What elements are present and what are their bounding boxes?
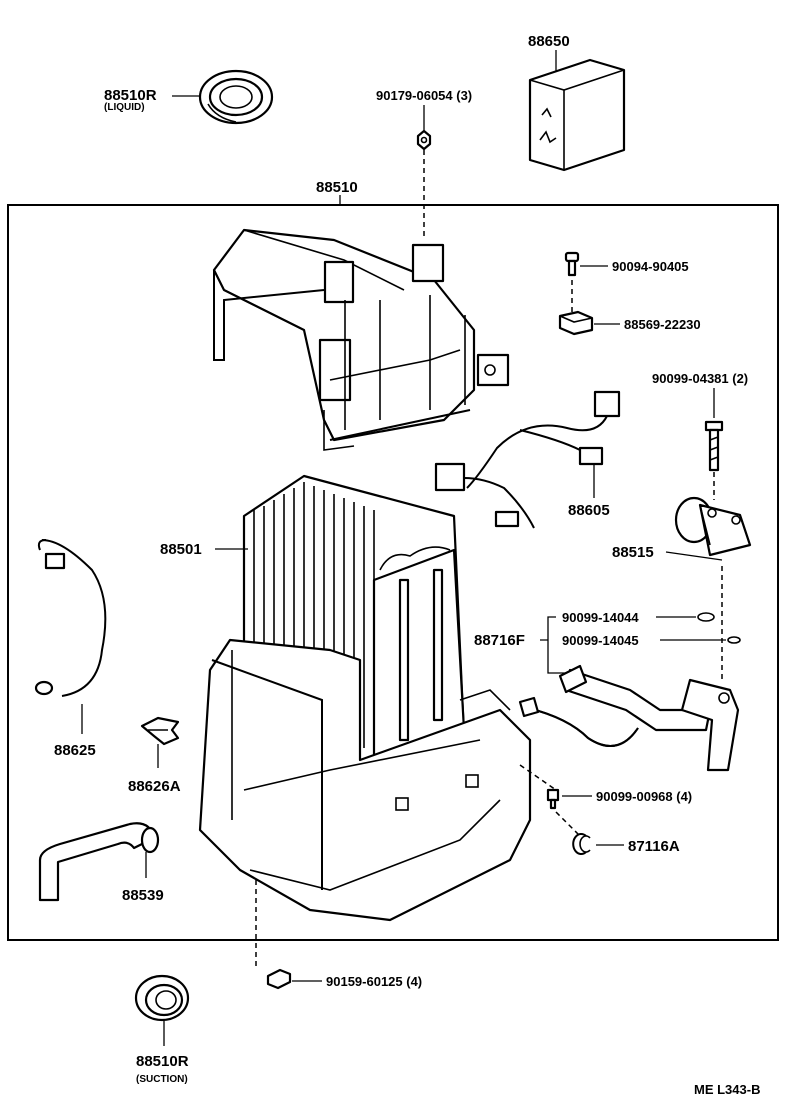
label-90099-14044: 90099-14044 xyxy=(562,610,639,625)
label-90179-06054: 90179-06054 (3) xyxy=(376,88,472,103)
clip-88626a-part xyxy=(140,716,180,746)
label-88539: 88539 xyxy=(122,887,164,904)
screw-90159-part xyxy=(266,968,292,990)
nut-90179-part xyxy=(416,129,432,151)
label-88716f-bracket xyxy=(540,616,578,674)
bolt-90099-04381-part xyxy=(704,420,724,472)
label-88515: 88515 xyxy=(612,544,654,561)
screw-90094-part xyxy=(564,251,580,277)
grommet-liquid-part xyxy=(198,69,274,125)
label-88716f: 88716F xyxy=(474,632,525,649)
label-88510r-suction-sub: (SUCTION) xyxy=(136,1074,188,1085)
tube-88716f-part xyxy=(518,664,740,772)
label-88501: 88501 xyxy=(160,541,202,558)
o-ring-14044-part xyxy=(697,612,715,622)
label-88569-22230: 88569-22230 xyxy=(624,317,701,332)
label-88625: 88625 xyxy=(54,742,96,759)
label-88605: 88605 xyxy=(568,502,610,519)
label-88650: 88650 xyxy=(528,33,570,50)
expansion-valve-88515-part xyxy=(674,496,752,557)
label-90099-00968: 90099-00968 (4) xyxy=(596,789,692,804)
diagram-code: ME L343-B xyxy=(694,1082,760,1097)
bracket-88569-part xyxy=(558,310,594,336)
label-88510r-suction: 88510R xyxy=(136,1053,189,1070)
label-88510r-liquid-sub: (LIQUID) xyxy=(104,102,145,113)
assembly-frame xyxy=(7,204,779,941)
upper-case-part xyxy=(212,228,510,451)
label-90099-14045: 90099-14045 xyxy=(562,633,639,648)
harness-88605-part xyxy=(434,390,621,529)
label-90099-04381: 90099-04381 (2) xyxy=(652,371,748,386)
label-90094-90405: 90094-90405 xyxy=(612,259,689,274)
lower-case-part xyxy=(198,638,532,922)
amplifier-88650-part xyxy=(528,58,626,172)
label-90159-60125: 90159-60125 (4) xyxy=(326,974,422,989)
wire-88625-part xyxy=(34,539,107,697)
drain-hose-88539-part xyxy=(38,822,160,902)
grommet-suction-part xyxy=(134,974,190,1022)
label-87116a: 87116A xyxy=(628,838,680,855)
label-88510: 88510 xyxy=(316,179,358,196)
screw-00968-part xyxy=(546,788,560,810)
label-88626a: 88626A xyxy=(128,778,181,795)
label-88510r-liquid: 88510R xyxy=(104,87,157,104)
o-ring-14045-part xyxy=(727,636,741,644)
clamp-87116a-part xyxy=(572,833,591,855)
